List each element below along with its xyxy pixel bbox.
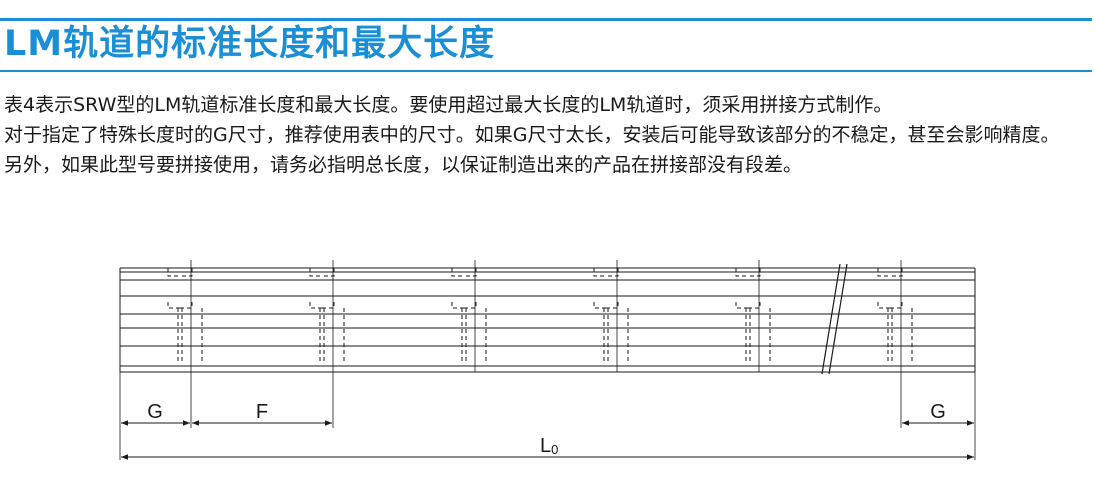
title-top-rule [0,18,1092,21]
dim-g-left: G [147,401,163,423]
rail-body [119,267,976,373]
break-mark [821,263,848,375]
body-text: 表4表示SRW型的LM轨道标准长度和最大长度。要使用超过最大长度的LM轨道时，须… [4,90,1092,180]
dim-l0: L0 [540,435,558,457]
paragraph-2: 对于指定了特殊长度时的G尺寸，推荐使用表中的尺寸。如果G尺寸太长，安装后可能导致… [4,124,1060,146]
dim-l0-main: L [540,435,551,457]
dim-f: F [256,401,268,423]
hole-centerlines [190,260,902,428]
dimension-lines [121,420,974,460]
paragraph-3: 另外，如果此型号要拼接使用，请务必指明总长度，以保证制造出来的产品在拼接部没有段… [4,154,803,176]
title-bottom-rule [0,70,1092,72]
paragraph-1: 表4表示SRW型的LM轨道标准长度和最大长度。要使用超过最大长度的LM轨道时，须… [4,94,893,116]
extension-lines [119,372,976,460]
mounting-holes [167,268,913,364]
dim-g-right: G [930,401,946,423]
dim-l0-sub: 0 [551,442,558,457]
rail-diagram: G F G L0 [119,260,976,460]
section-title: LM轨道的标准长度和最大长度 [4,24,496,64]
